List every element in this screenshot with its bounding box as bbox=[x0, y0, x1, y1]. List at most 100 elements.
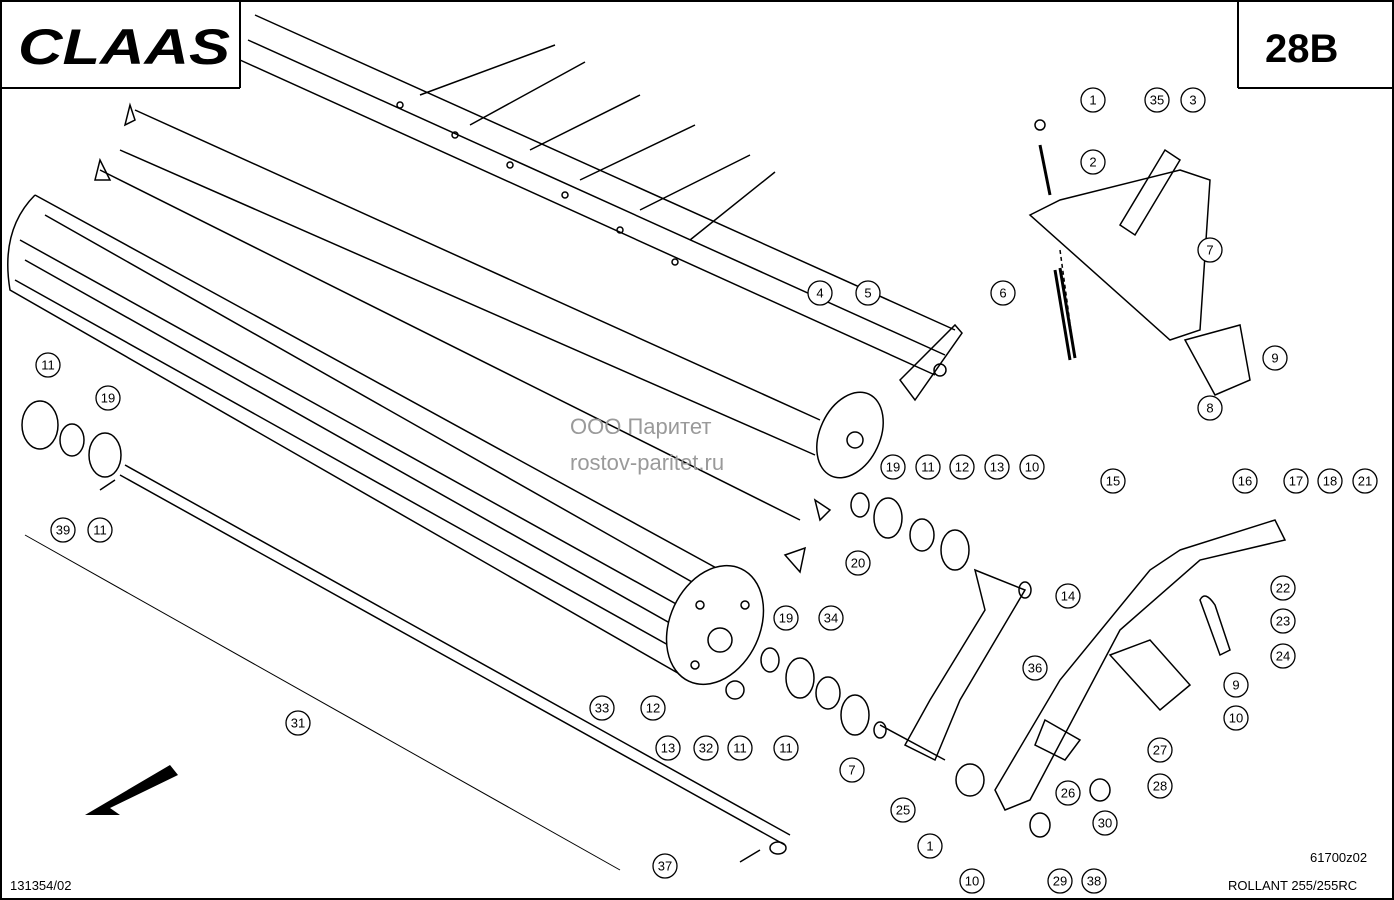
callout-label: 7 bbox=[1206, 243, 1213, 258]
watermark-url: rostov-paritet.ru bbox=[570, 450, 724, 475]
callout-label: 19 bbox=[101, 391, 115, 406]
callout-3: 3 bbox=[1180, 87, 1206, 113]
callout-22: 22 bbox=[1270, 575, 1296, 601]
callout-label: 16 bbox=[1238, 474, 1252, 489]
callout-23: 23 bbox=[1270, 608, 1296, 634]
callout-circle bbox=[1147, 737, 1173, 763]
callout-circle bbox=[915, 454, 941, 480]
callout-label: 34 bbox=[824, 611, 838, 626]
callout-circle bbox=[1022, 655, 1048, 681]
callout-label: 15 bbox=[1106, 474, 1120, 489]
callout-circle bbox=[1080, 87, 1106, 113]
callout-13: 13 bbox=[655, 735, 681, 761]
callout-9: 9 bbox=[1223, 672, 1249, 698]
page-code: 28B bbox=[1265, 27, 1338, 71]
callout-circle bbox=[285, 710, 311, 736]
callout-label: 38 bbox=[1087, 874, 1101, 889]
callout-29: 29 bbox=[1047, 868, 1073, 894]
callout-label: 10 bbox=[1025, 460, 1039, 475]
callout-10: 10 bbox=[1019, 454, 1045, 480]
callout-label: 6 bbox=[999, 286, 1006, 301]
callout-label: 5 bbox=[864, 286, 871, 301]
callout-label: 19 bbox=[779, 611, 793, 626]
dimension-line bbox=[24, 534, 621, 871]
shaft bbox=[99, 464, 791, 863]
callout-label: 25 bbox=[896, 803, 910, 818]
callout-15: 15 bbox=[1100, 468, 1126, 494]
callout-label: 12 bbox=[955, 460, 969, 475]
callout-label: 12 bbox=[646, 701, 660, 716]
callout-36: 36 bbox=[1022, 655, 1048, 681]
callout-24: 24 bbox=[1270, 643, 1296, 669]
callout-label: 11 bbox=[733, 741, 747, 756]
callout-6: 6 bbox=[990, 280, 1016, 306]
callout-circle bbox=[1223, 705, 1249, 731]
callout-label: 19 bbox=[886, 460, 900, 475]
callout-27: 27 bbox=[1147, 737, 1173, 763]
callout-circle bbox=[890, 797, 916, 823]
callout-11: 11 bbox=[35, 352, 61, 378]
callout-circle bbox=[1352, 468, 1378, 494]
callout-circle bbox=[1223, 672, 1249, 698]
callout-7: 7 bbox=[839, 757, 865, 783]
callout-label: 29 bbox=[1053, 874, 1067, 889]
callout-circle bbox=[1197, 395, 1223, 421]
center-bearing-set bbox=[725, 492, 970, 736]
callout-circle bbox=[1180, 87, 1206, 113]
callout-circle bbox=[95, 385, 121, 411]
callout-16: 16 bbox=[1232, 468, 1258, 494]
callout-2: 2 bbox=[1080, 149, 1106, 175]
model-name: ROLLANT 255/255RC bbox=[1228, 878, 1357, 893]
callout-circle bbox=[959, 868, 985, 894]
callout-circle bbox=[35, 352, 61, 378]
callout-circle bbox=[50, 517, 76, 543]
tension-bracket bbox=[1028, 119, 1251, 396]
callout-label: 31 bbox=[291, 716, 305, 731]
callout-label: 8 bbox=[1206, 401, 1213, 416]
callout-circle bbox=[990, 280, 1016, 306]
callout-11: 11 bbox=[915, 454, 941, 480]
callout-label: 33 bbox=[595, 701, 609, 716]
callout-circle bbox=[1144, 87, 1170, 113]
callout-label: 23 bbox=[1276, 614, 1290, 629]
callout-label: 2 bbox=[1089, 155, 1096, 170]
callout-label: 11 bbox=[921, 460, 935, 475]
callout-9: 9 bbox=[1262, 345, 1288, 371]
callout-label: 10 bbox=[1229, 711, 1243, 726]
callout-11: 11 bbox=[773, 735, 799, 761]
callout-19: 19 bbox=[880, 454, 906, 480]
callout-26: 26 bbox=[1055, 780, 1081, 806]
callout-label: 32 bbox=[699, 741, 713, 756]
callout-37: 37 bbox=[652, 853, 678, 879]
callout-14: 14 bbox=[1055, 583, 1081, 609]
callout-circle bbox=[917, 833, 943, 859]
callout-25: 25 bbox=[890, 797, 916, 823]
callout-34: 34 bbox=[818, 605, 844, 631]
callout-circle bbox=[1019, 454, 1045, 480]
callout-circle bbox=[949, 454, 975, 480]
callout-label: 35 bbox=[1150, 93, 1164, 108]
callout-30: 30 bbox=[1092, 810, 1118, 836]
callout-label: 39 bbox=[56, 523, 70, 538]
callout-11: 11 bbox=[727, 735, 753, 761]
callout-7: 7 bbox=[1197, 237, 1223, 263]
callout-circle bbox=[1270, 575, 1296, 601]
callout-33: 33 bbox=[589, 695, 615, 721]
lower-roller bbox=[7, 194, 884, 686]
callout-circle bbox=[773, 735, 799, 761]
callout-label: 21 bbox=[1358, 474, 1372, 489]
callout-circle bbox=[1055, 583, 1081, 609]
callout-label: 24 bbox=[1276, 649, 1290, 664]
callout-1: 1 bbox=[917, 833, 943, 859]
callout-10: 10 bbox=[1223, 705, 1249, 731]
callout-circle bbox=[1317, 468, 1343, 494]
callout-circle bbox=[652, 853, 678, 879]
callout-circle bbox=[845, 550, 871, 576]
callout-label: 28 bbox=[1153, 779, 1167, 794]
callout-label: 10 bbox=[965, 874, 979, 889]
callout-circle bbox=[655, 735, 681, 761]
callout-circle bbox=[1055, 780, 1081, 806]
callout-circle bbox=[1270, 643, 1296, 669]
callout-circle bbox=[589, 695, 615, 721]
